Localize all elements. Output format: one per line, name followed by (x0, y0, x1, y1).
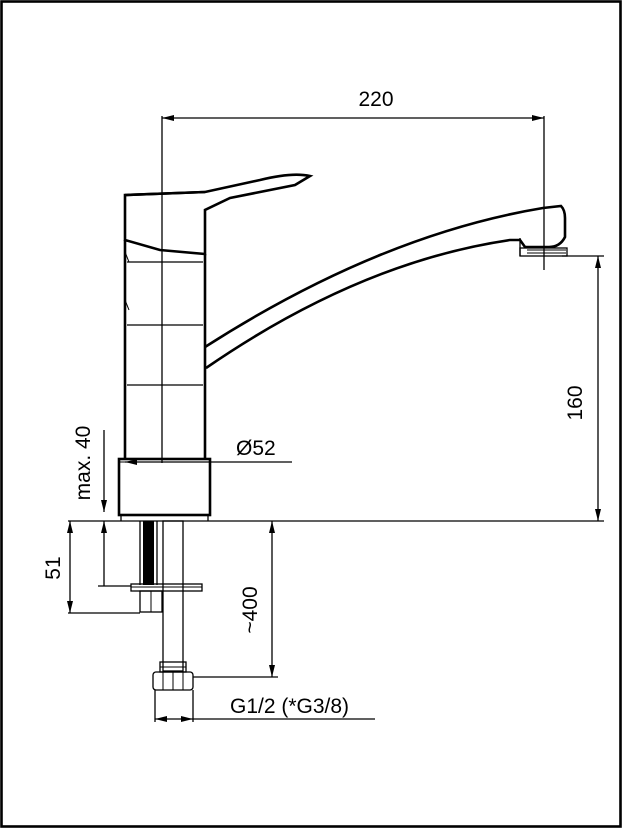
dimension-spout-reach: 220 (162, 88, 545, 270)
braided-hose (162, 520, 184, 672)
dimension-connection-thread: G1/2 (*G3/8) (154, 690, 375, 722)
mounting-shank (139, 521, 158, 585)
spout-height-label: 160 (564, 385, 587, 420)
shank-length-label: 51 (42, 556, 65, 579)
connection-thread-label: G1/2 (*G3/8) (230, 695, 349, 718)
dimension-max-countertop: max. 40 (72, 426, 131, 587)
spout (204, 204, 568, 370)
dimension-hose-length: ~400 (193, 521, 278, 678)
mounting-plate (130, 583, 203, 613)
hose-length-label: ~400 (239, 586, 262, 633)
base-ring (117, 457, 212, 521)
dimension-shank-length: 51 (42, 521, 140, 614)
faucet-body (123, 240, 207, 459)
dimension-spout-height: 160 (562, 255, 604, 521)
spout-reach-label: 220 (358, 88, 393, 111)
dimension-body-diameter: Ø52 (125, 437, 292, 465)
connection-nut (152, 661, 194, 691)
lever-handle (123, 173, 314, 256)
body-diameter-label: Ø52 (236, 437, 276, 460)
max-countertop-label: max. 40 (72, 426, 95, 501)
